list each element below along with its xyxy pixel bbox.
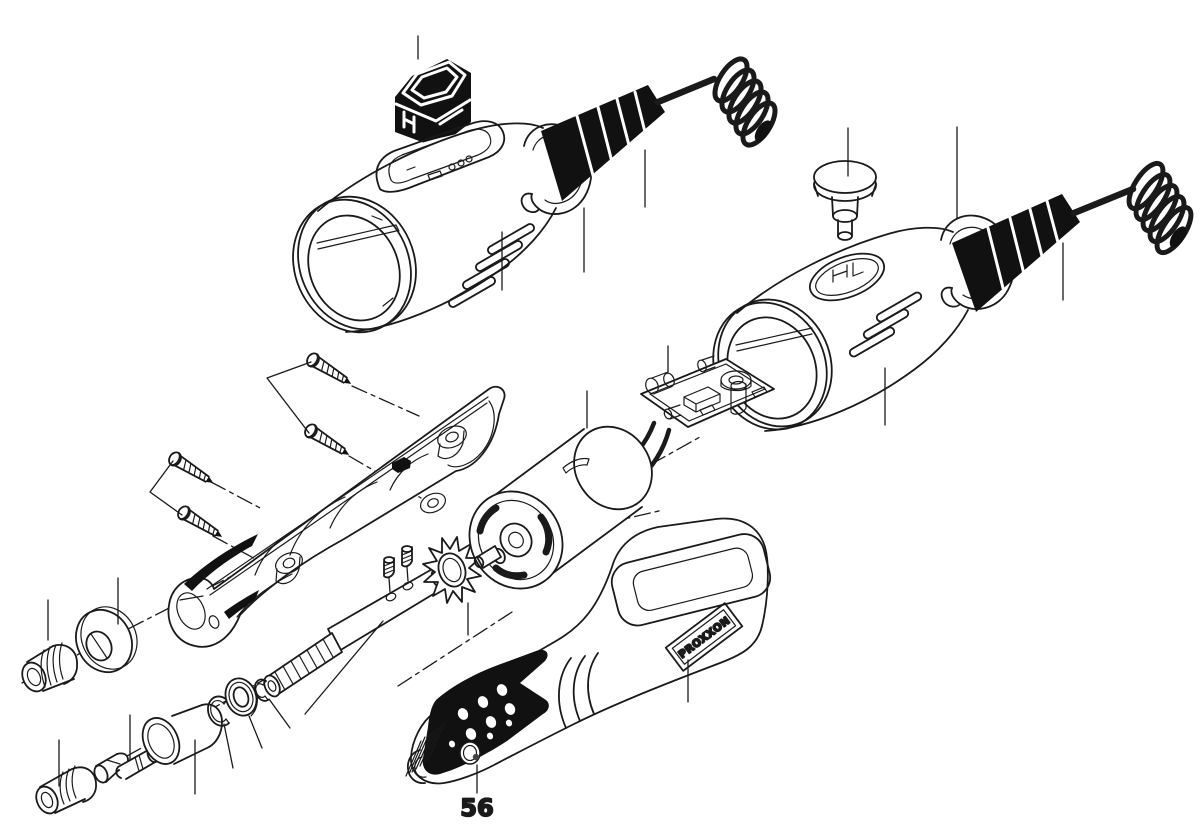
- grip-stripe-2: [224, 590, 259, 619]
- spindle-thread-leader: [268, 698, 291, 729]
- grip-stripe-1: [184, 534, 258, 591]
- switch-plate: [375, 120, 506, 193]
- grip-holes: [448, 684, 516, 748]
- c-clip: [253, 678, 269, 702]
- housing-left-vents: [448, 223, 535, 308]
- nose-threads: [405, 721, 446, 777]
- leader-lines: [47, 35, 1064, 795]
- collet: [93, 752, 129, 784]
- screw-pair-2-leader: [149, 460, 183, 516]
- fan-wheel: [422, 536, 482, 604]
- set-screw-2-leader: [406, 566, 409, 582]
- collet-nut: [21, 642, 79, 694]
- upper-housing-left: [292, 120, 593, 334]
- screw4-axis: [212, 535, 260, 562]
- motor-shaft: [473, 545, 506, 569]
- tool-axis-line: [397, 611, 513, 687]
- rocker-switch: [394, 59, 472, 148]
- screw3-axis: [210, 481, 263, 510]
- cord-assembly-left: [541, 56, 778, 201]
- nose-cone: [141, 703, 223, 765]
- switch-hole: [808, 252, 886, 302]
- coiled-cord-right: [1126, 160, 1194, 256]
- snap-ring-leader: [223, 723, 234, 769]
- set-screw-1-leader: [388, 577, 391, 593]
- snap-ring: [207, 695, 230, 727]
- coiled-cord-left: [712, 56, 778, 148]
- screw-2: [301, 421, 354, 462]
- part-number-label: 56: [460, 794, 493, 822]
- motor: [468, 425, 653, 590]
- housing-right-vents: [848, 291, 923, 358]
- strain-relief-left: [541, 85, 665, 201]
- pcb-assembly: [613, 355, 775, 484]
- spacer-ring: [75, 606, 138, 674]
- spindle-assembly: [263, 545, 448, 698]
- cord-assembly-right: [952, 160, 1194, 312]
- spindle-leader: [304, 620, 384, 715]
- screw1-axis: [351, 385, 420, 417]
- lower-housing-half: [167, 385, 506, 648]
- screw-3: [165, 449, 218, 490]
- circuit-board: [640, 358, 775, 428]
- tool-vents: [558, 652, 599, 729]
- top-window: [610, 533, 772, 627]
- speed-knob: [813, 160, 877, 241]
- strain-relief-right: [952, 194, 1080, 312]
- switch-cap-outline: [401, 60, 467, 107]
- screw-bosses: [275, 425, 467, 585]
- screw-1: [303, 350, 356, 391]
- bearing-leader: [248, 715, 263, 749]
- screw-pair-1-leader: [266, 361, 312, 434]
- set-screw-1: [383, 556, 395, 579]
- assembled-tool: PROXXON: [405, 517, 772, 785]
- ball-part-56: [472, 753, 480, 761]
- set-screw-2: [401, 545, 413, 568]
- screw-4: [174, 503, 227, 544]
- cord-right: [1070, 185, 1137, 217]
- cord-left: [654, 75, 718, 106]
- pcb-components: [645, 355, 768, 420]
- nose-collar: [459, 741, 481, 765]
- nose-tip: [407, 749, 427, 784]
- chuck-cone: [35, 765, 97, 815]
- bearing: [224, 677, 258, 717]
- motor-face-slots: [476, 504, 553, 580]
